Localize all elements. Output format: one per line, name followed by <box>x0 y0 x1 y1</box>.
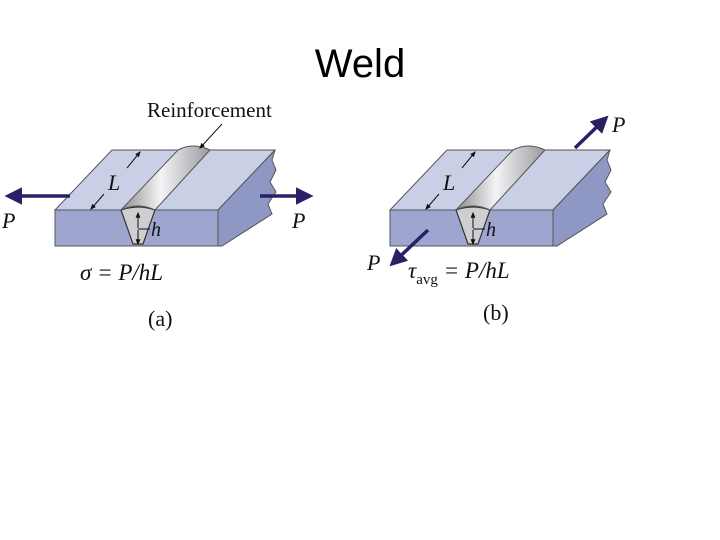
figure-b: L h P P τavg = P/hL (b) <box>366 112 625 325</box>
load-arrow-bottom-b <box>389 228 430 267</box>
load-label-bottom-b: P <box>366 250 380 275</box>
plate-side-b <box>552 149 612 247</box>
load-label-left-a: P <box>1 208 15 233</box>
slide-title: Weld <box>314 42 406 86</box>
weld-bead-a <box>120 145 211 211</box>
plate-side-a <box>217 149 277 247</box>
weld-bead-b <box>455 145 546 211</box>
figure-a: L h Reinforcement P P σ = P/hL (a) <box>1 98 314 331</box>
equation-a: σ = P/hL <box>80 260 163 285</box>
load-label-right-a: P <box>291 208 305 233</box>
thickness-label-a: h <box>151 219 161 241</box>
length-label-a: L <box>107 170 120 195</box>
equation-b-subscript: avg <box>416 272 438 288</box>
length-arrow-upper-b <box>461 151 476 169</box>
length-arrow-lower-a <box>90 193 105 210</box>
length-label-b: L <box>442 170 455 195</box>
thickness-label-b: h <box>486 219 496 241</box>
equation-b-symbol: τ <box>408 258 417 283</box>
caption-b: (b) <box>483 300 509 325</box>
load-arrow-top-b <box>573 115 609 150</box>
reinforcement-label: Reinforcement <box>147 98 272 122</box>
equation-b-rest: = P/hL <box>438 258 510 283</box>
equation-b: τavg = P/hL <box>408 258 510 288</box>
reinforcement-leader <box>199 123 223 149</box>
length-arrow-lower-b <box>425 193 440 210</box>
caption-a: (a) <box>148 306 172 331</box>
length-arrow-upper-a <box>126 151 141 169</box>
load-label-top-b: P <box>611 112 625 137</box>
